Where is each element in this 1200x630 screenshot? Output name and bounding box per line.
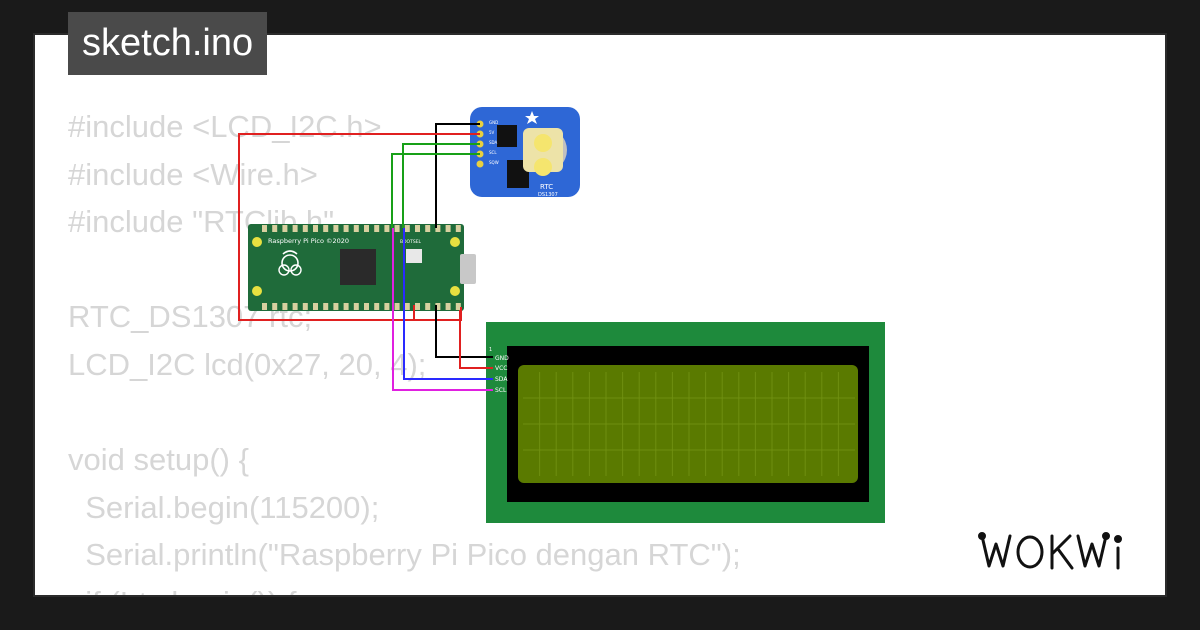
rtc-pin-sqw-label: SQW [489, 160, 499, 165]
star-logo-icon [525, 111, 539, 124]
code-line: Serial.println("Raspberry Pi Pico dengan… [68, 537, 741, 573]
lcd-pin-vcc-label: VCC [495, 365, 507, 372]
wire-sda-rtc [402, 143, 480, 228]
pico-pin [445, 303, 451, 310]
wokwi-logo [978, 528, 1153, 580]
rtc-pin-5v-label: 5V [489, 130, 495, 135]
code-line: void setup() { [68, 442, 249, 478]
pico-pin [323, 303, 329, 310]
wire-scl-lcd [392, 228, 493, 391]
wire-scl-rtc [391, 153, 480, 228]
pico-pin [282, 303, 288, 310]
pico-pin [455, 225, 461, 232]
pico-pin [323, 225, 329, 232]
pico-pin [394, 225, 400, 232]
pico-pin [302, 225, 308, 232]
pico-pin [364, 225, 369, 232]
pico-pin [282, 225, 288, 232]
rtc-ds1307-module[interactable]: GND 5V SDA SCL SQW RTC DS1307 [470, 107, 580, 198]
pico-pin [394, 303, 400, 310]
wokwi-wordmark-icon [978, 532, 1122, 570]
pico-pin [435, 303, 441, 310]
code-editor[interactable]: #include <LCD_I2C.h> #include <Wire.h> #in… [68, 103, 741, 595]
pico-silkscreen-label: Raspberry Pi Pico ©2020 [268, 237, 349, 245]
lcd-2004-i2c[interactable]: 1 GND VCC SDA SCL [486, 322, 885, 523]
code-line: if (!rtc.begin()) { [68, 579, 741, 595]
pico-pin [455, 303, 461, 310]
pico-pin [292, 303, 298, 310]
raspberry-logo-icon [278, 250, 302, 276]
wires [238, 123, 493, 391]
rtc-label: RTC [540, 183, 553, 191]
bootsel-label: BOOTSEL [400, 239, 422, 245]
pico-pin [374, 225, 380, 232]
pico-pin [333, 225, 339, 232]
code-line: #include <LCD_I2C.h> [68, 109, 382, 144]
pico-pin [364, 303, 369, 310]
pico-pin [425, 303, 431, 310]
pico-pin [445, 225, 451, 232]
pico-pin [302, 303, 308, 310]
pico-pin [404, 225, 410, 232]
pico-pin [374, 303, 380, 310]
code-line: #include "RTClib.h" [68, 204, 335, 240]
lcd-pin-gnd-label: GND [495, 355, 509, 362]
pico-pin [262, 303, 267, 310]
pico-pin [333, 303, 339, 310]
rtc-chip-label: DS1307 [538, 192, 558, 198]
raspberry-pi-pico[interactable]: Raspberry Pi Pico ©2020 BOOTSEL [248, 224, 476, 311]
rtc-pin-gnd-label: GND [489, 120, 498, 125]
pico-pin [343, 225, 349, 232]
wire-gnd-lcd [435, 305, 493, 358]
lcd-pin-scl-label: SCL [495, 387, 507, 394]
pico-pin [343, 303, 349, 310]
rtc-pin-scl-label: SCL [489, 150, 497, 155]
pico-pin [353, 303, 359, 310]
pico-pin [313, 303, 318, 310]
pico-pin [313, 225, 318, 232]
pico-pin [384, 303, 390, 310]
pico-pin [404, 303, 410, 310]
wire-sda-lcd [403, 228, 493, 380]
wire-gnd-rtc [435, 123, 480, 228]
rtc-pin-sda-label: SDA [489, 140, 498, 145]
lcd-pin-header-label: 1 [489, 347, 492, 353]
lcd-pin-sda-label: SDA [495, 376, 508, 383]
code-line: #include <Wire.h> [68, 156, 318, 192]
code-line: LCD_I2C lcd(0x27, 20, 4); [68, 346, 427, 382]
pico-pin [415, 303, 420, 310]
pico-pin [272, 303, 278, 310]
pico-pin [292, 225, 298, 232]
pico-pin [272, 225, 278, 232]
code-line: Serial.begin(115200); [68, 489, 380, 525]
pico-pin [435, 225, 441, 232]
wire-vcc-lcd [459, 310, 493, 369]
pico-pin [425, 225, 431, 232]
pico-pin [415, 225, 420, 232]
pico-pin [384, 225, 390, 232]
sketch-filename-tab[interactable]: sketch.ino [68, 12, 268, 75]
pico-pin [353, 225, 359, 232]
pico-pin [262, 225, 267, 232]
